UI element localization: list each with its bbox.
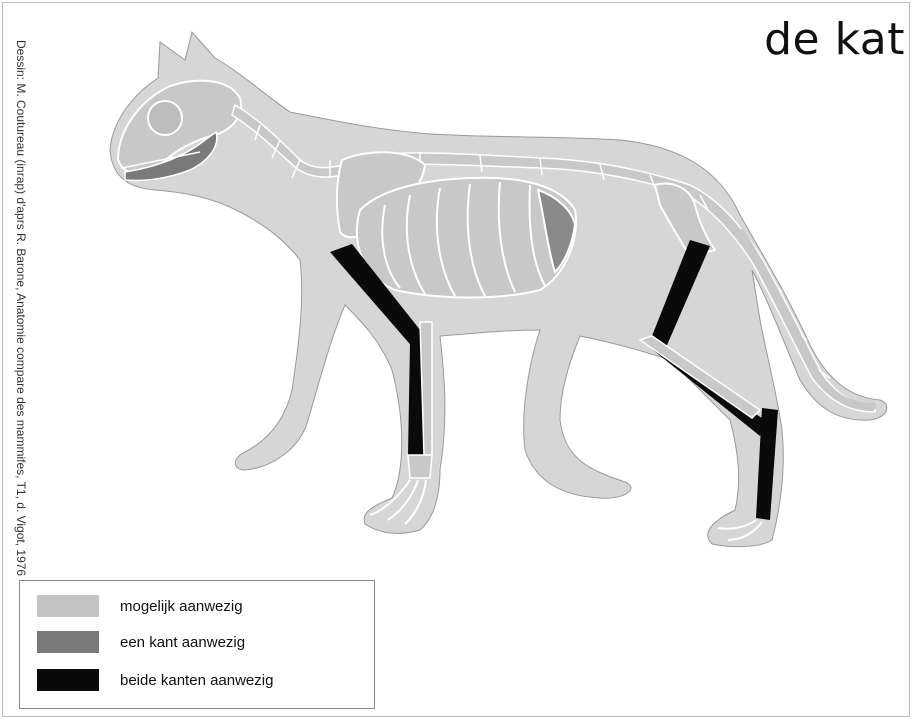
ribcage [357, 178, 576, 298]
legend-label: mogelijk aanwezig [120, 598, 243, 615]
legend-label: beide kanten aanwezig [120, 672, 273, 689]
legend-label: een kant aanwezig [120, 634, 245, 651]
diagram-title: de kat [764, 14, 905, 65]
legend: mogelijk aanwezig een kant aanwezig beid… [19, 580, 375, 709]
illustration-credit: Dessin: M. Coutureau (inrap) d'aprs R. B… [14, 40, 28, 540]
legend-swatch-possible [37, 595, 99, 617]
legend-swatch-one-side [37, 631, 99, 653]
legend-swatch-both-sides [37, 669, 99, 691]
